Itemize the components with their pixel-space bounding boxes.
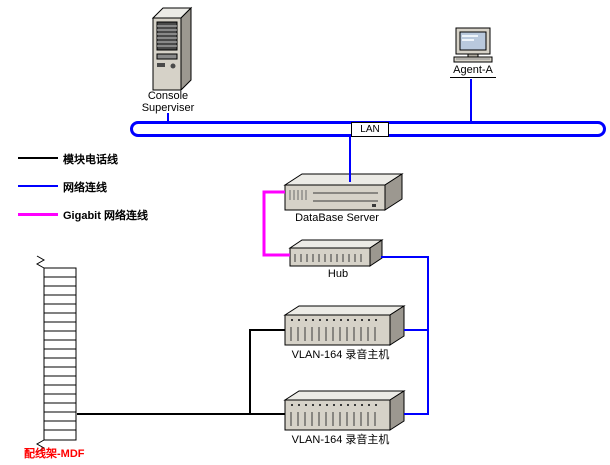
console-label: Console Superviser	[141, 90, 195, 114]
desktop-computer-icon	[453, 27, 493, 63]
legend-gigabit-line-swatch	[18, 213, 58, 216]
vlan-recorder-top-icon	[283, 305, 406, 346]
server-led	[372, 204, 376, 207]
vlan-front-face	[284, 314, 391, 346]
vlan-top-label: VLAN-164 录音主机	[291, 349, 390, 361]
agent-base-line	[450, 77, 496, 78]
legend-gigabit-line-label: Gigabit 网络连线	[63, 210, 148, 222]
server-vent-lines	[289, 190, 307, 200]
lan-label-box: LAN	[351, 122, 389, 137]
mdf-top-cable-zigzag	[35, 255, 46, 269]
vlan-ports	[290, 412, 376, 426]
hub-ports	[294, 254, 362, 262]
server-tower-icon	[151, 6, 193, 92]
tower-vent-panel	[156, 21, 178, 51]
mdf-frame-outline	[43, 267, 77, 441]
hub-front-face	[289, 247, 371, 267]
mdf-label: 配线架-MDF	[24, 448, 85, 460]
legend-network-line-label: 网络连线	[63, 182, 107, 194]
mdf-terminal-rows	[44, 276, 76, 431]
legend-telephone-line-swatch	[18, 157, 58, 159]
legend-network-line-swatch	[18, 185, 58, 187]
vlan-recorder-bottom-icon	[283, 390, 406, 431]
screen-content-lines	[462, 35, 478, 41]
vlan-ports	[290, 327, 376, 341]
agent-label: Agent-A	[453, 64, 493, 76]
mdf-frame-icon	[35, 255, 77, 453]
database-server-icon	[283, 173, 404, 211]
legend-telephone-line-label: 模块电话线	[63, 154, 118, 166]
mdf-telephone-lines	[77, 329, 285, 415]
server-bay-lines	[313, 192, 378, 202]
hub-label: Hub	[327, 268, 349, 280]
tower-button	[157, 63, 165, 67]
vlan-bottom-label: VLAN-164 录音主机	[291, 434, 390, 446]
gigabit-line-server-to-hub	[262, 190, 290, 257]
lan-drop-lines	[167, 79, 472, 182]
hub-icon	[288, 239, 384, 267]
vlan-front-face	[284, 399, 391, 431]
tower-drive-slot	[156, 53, 178, 60]
mdf-bottom-cable-zigzag	[35, 439, 46, 453]
tower-power-button	[170, 63, 176, 69]
database-server-label: DataBase Server	[295, 212, 379, 224]
hub-to-vlan-network-lines	[381, 256, 429, 415]
tower-vent-lines	[157, 25, 177, 47]
